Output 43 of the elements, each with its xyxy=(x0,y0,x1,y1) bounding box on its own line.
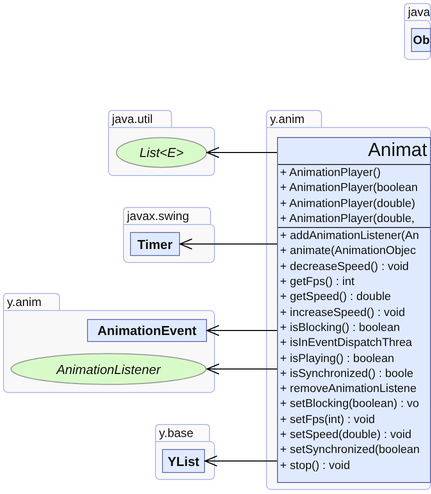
class-member: + setSpeed(double) : void xyxy=(280,428,412,444)
package-tab: javax.swing xyxy=(123,207,211,225)
dependency-arrow xyxy=(206,147,278,158)
class-member: + addAnimationListener(An xyxy=(280,229,420,244)
package-tab: java.util xyxy=(108,110,172,128)
class-member: + decreaseSpeed() : void xyxy=(280,260,409,275)
dependency-arrow xyxy=(206,325,278,336)
class-member: + setSynchronized(boolean xyxy=(280,443,420,458)
class-member: + AnimationPlayer(double, xyxy=(280,212,415,227)
package-tab: y.anim xyxy=(266,110,322,128)
class-member: + AnimationPlayer() xyxy=(280,166,381,181)
dependency-arrow xyxy=(180,238,278,250)
class-member: + setFps(int) : void xyxy=(280,412,375,428)
class-member: + isBlocking() : boolean xyxy=(280,320,400,336)
package-frame xyxy=(108,110,215,176)
package-frame xyxy=(3,293,215,393)
package-frame xyxy=(155,424,215,480)
class-member: + isInEventDispatchThrea xyxy=(280,336,412,352)
class-member: + getSpeed() : double xyxy=(280,290,391,306)
class-member: + setBlocking(boolean) : vo xyxy=(280,397,420,412)
class-name: Animat xyxy=(278,138,430,165)
class-member: + AnimationPlayer(boolean xyxy=(280,181,418,196)
class-member: + isPlaying() : boolean xyxy=(280,352,394,367)
class-member: + stop() : void xyxy=(280,458,350,474)
interface-ellipse: List<E> xyxy=(116,137,207,168)
dependency-arrow xyxy=(206,364,278,374)
class-member: + removeAnimationListene xyxy=(280,382,416,398)
dependency-arrow xyxy=(204,456,278,466)
package-tab: y.anim xyxy=(3,293,60,311)
package-tab: y.base xyxy=(155,424,210,442)
class-box: Timer xyxy=(130,232,180,256)
class-member: + AnimationPlayer(double) xyxy=(280,196,416,212)
class-box: Ob xyxy=(411,28,431,52)
package-frame xyxy=(404,3,431,60)
package-tab: java xyxy=(404,3,431,21)
class-member: + isSynchronized() : boole xyxy=(280,366,414,382)
class-box: YList xyxy=(162,449,205,473)
class-member: + getFps() : int xyxy=(280,275,354,290)
class-box: AnimationEvent xyxy=(87,319,207,342)
interface-ellipse: AnimationListener xyxy=(10,353,207,385)
class-member: + animate(AnimationObjec xyxy=(280,244,416,260)
package-frame xyxy=(123,207,215,263)
class-member: + increaseSpeed() : void xyxy=(280,306,405,321)
